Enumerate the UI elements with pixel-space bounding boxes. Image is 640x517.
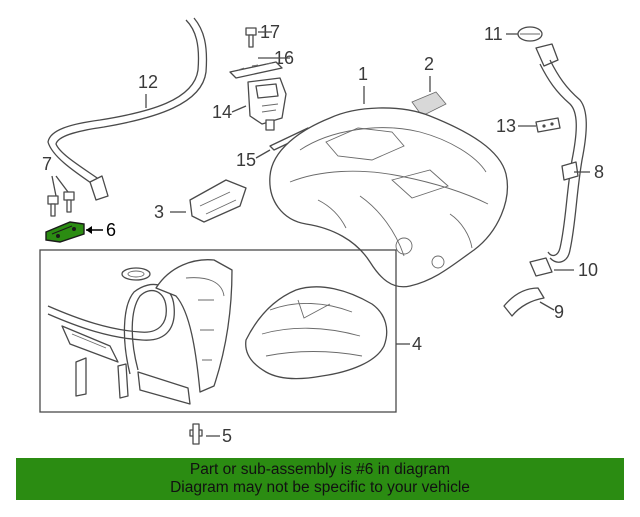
callout-15: 15 bbox=[236, 150, 256, 170]
callout-9: 9 bbox=[554, 302, 564, 322]
part-3-heat-shield bbox=[189, 179, 247, 223]
part-8-filler-neck bbox=[535, 43, 587, 263]
callout-4: 4 bbox=[412, 334, 422, 354]
part-1-fuel-tank bbox=[269, 107, 508, 288]
callout-10: 10 bbox=[578, 260, 598, 280]
part-4-straps-and-brackets bbox=[47, 259, 233, 405]
callout-5: 5 bbox=[222, 426, 232, 446]
part-13-bracket bbox=[535, 117, 561, 133]
callout-11: 11 bbox=[484, 24, 503, 44]
callout-3: 3 bbox=[154, 202, 164, 222]
part-10-clamp bbox=[529, 257, 553, 277]
callout-13: 13 bbox=[496, 116, 516, 136]
leader-9 bbox=[539, 301, 555, 311]
banner-line-1: Part or sub-assembly is #6 in diagram bbox=[189, 461, 451, 478]
callout-12: 12 bbox=[138, 72, 158, 92]
callout-2: 2 bbox=[424, 54, 434, 74]
banner-line-2: Diagram may not be specific to your vehi… bbox=[170, 479, 470, 496]
part-7-bolts bbox=[47, 175, 75, 217]
leader-14 bbox=[231, 105, 247, 113]
part-11-fuel-cap bbox=[517, 26, 543, 42]
info-banner: Part or sub-assembly is #6 in diagram Di… bbox=[16, 458, 624, 500]
part-5-bolt bbox=[189, 423, 203, 445]
callout-8: 8 bbox=[594, 162, 604, 182]
part-4-heat-shield bbox=[245, 286, 388, 380]
part-16-retainer bbox=[229, 61, 283, 79]
callout-6: 6 bbox=[106, 220, 116, 240]
part-12-vent-hose bbox=[47, 17, 208, 201]
callout-1: 1 bbox=[358, 64, 368, 84]
leader-15 bbox=[255, 149, 271, 159]
part-14-fuel-pump bbox=[247, 77, 287, 131]
callout-14: 14 bbox=[212, 102, 232, 122]
part-9-hose bbox=[503, 287, 545, 317]
arrow-6 bbox=[86, 226, 92, 234]
part-4-assembly-box bbox=[39, 249, 397, 413]
callout-7: 7 bbox=[42, 154, 52, 174]
part-6-bracket-highlighted bbox=[45, 221, 85, 243]
part-2-pad bbox=[411, 91, 447, 117]
part-17-screw bbox=[245, 27, 257, 48]
